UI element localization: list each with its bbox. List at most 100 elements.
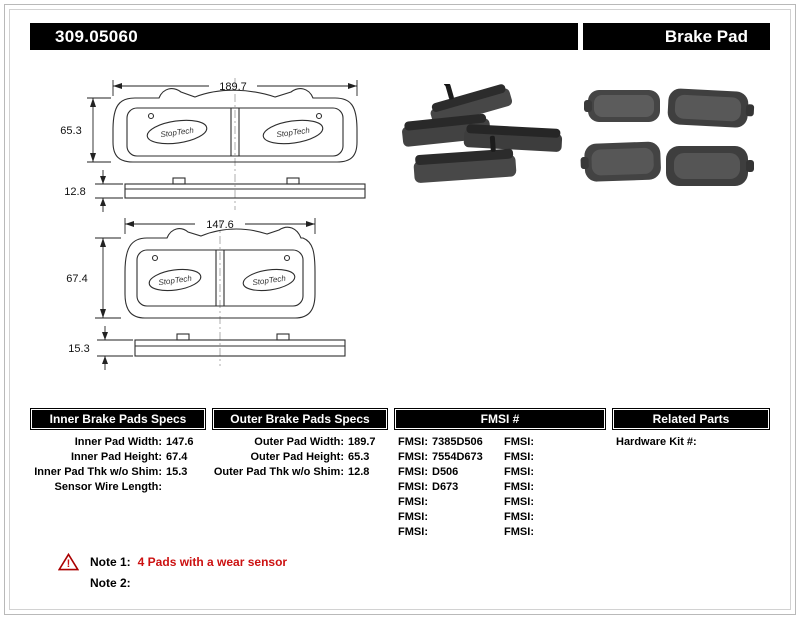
spec-row: Outer Pad Thk w/o Shim: 12.8 xyxy=(212,465,388,480)
outer-specs-table: Outer Brake Pads Specs Outer Pad Width: … xyxy=(212,408,388,540)
brand-logo-oval xyxy=(262,119,324,145)
spec-label: FMSI: xyxy=(398,511,428,523)
outer-pad-friction-face xyxy=(126,107,344,157)
spec-row: FMSI: 7554D673 xyxy=(394,450,500,465)
spec-label: Inner Pad Height: xyxy=(70,451,162,463)
spec-label: FMSI: xyxy=(504,496,534,508)
spec-row: FMSI: xyxy=(500,465,606,480)
spec-value: 15.3 xyxy=(166,466,188,478)
dimension-arrowheads xyxy=(90,83,357,364)
photo-pad-bottom-left xyxy=(580,141,661,182)
spec-value: 7554D673 xyxy=(432,451,483,463)
spec-label: Inner Pad Thk w/o Shim: xyxy=(34,466,162,478)
spec-label: Outer Pad Width: xyxy=(254,436,344,448)
note-1-row: ! Note 1: 4 Pads with a wear sensor xyxy=(58,552,287,571)
spec-label: FMSI: xyxy=(504,451,534,463)
photo-pad-bottom-right xyxy=(666,146,754,186)
related-parts-table: Related Parts Hardware Kit #: xyxy=(612,408,770,540)
spec-row: Sensor Wire Length: xyxy=(30,480,206,495)
spec-row: Inner Pad Width: 147.6 xyxy=(30,435,206,450)
dim-outer-height: 65.3 xyxy=(60,125,81,137)
spec-label: FMSI: xyxy=(398,466,428,478)
warning-triangle-icon: ! xyxy=(58,552,79,570)
spec-label: Hardware Kit #: xyxy=(616,436,697,448)
inner-specs-table: Inner Brake Pads Specs Inner Pad Width: … xyxy=(30,408,206,540)
spec-row: Inner Pad Thk w/o Shim: 15.3 xyxy=(30,465,206,480)
outer-specs-rows: Outer Pad Width: 189.7 Outer Pad Height:… xyxy=(212,435,388,480)
spec-label: FMSI: xyxy=(398,481,428,493)
note-1-text: 4 Pads with a wear sensor xyxy=(137,554,288,569)
spec-label: FMSI: xyxy=(504,481,534,493)
related-parts-rows: Hardware Kit #: xyxy=(612,435,770,450)
inner-specs-rows: Inner Pad Width: 147.6 Inner Pad Height:… xyxy=(30,435,206,495)
spec-label: FMSI: xyxy=(504,511,534,523)
outer-pad-front-view xyxy=(112,88,358,163)
related-parts-header: Related Parts xyxy=(612,408,770,430)
dim-inner-height: 67.4 xyxy=(66,273,87,285)
photo-pad-angled-bottom xyxy=(413,135,517,183)
spec-row: Inner Pad Height: 67.4 xyxy=(30,450,206,465)
spec-value: D506 xyxy=(432,466,459,478)
inner-pad-outline xyxy=(124,226,316,319)
photo-pad-top-left xyxy=(584,90,660,122)
dim-inner-thickness: 15.3 xyxy=(68,343,89,355)
spec-label: FMSI: xyxy=(398,496,428,508)
dimension-lines xyxy=(87,80,358,370)
spec-row: FMSI: xyxy=(500,450,606,465)
note-2-label: Note 2: xyxy=(90,575,131,590)
note-2-row: Note 2: xyxy=(90,573,287,592)
fmsi-header: FMSI # xyxy=(394,408,606,430)
fmsi-table: FMSI # FMSI: 7385D506 FMSI: 7554D673 FMS… xyxy=(394,408,606,540)
photo-pad-angled-top xyxy=(430,84,513,127)
spec-row: FMSI: xyxy=(500,510,606,525)
fmsi-columns: FMSI: 7385D506 FMSI: 7554D673 FMSI: D506… xyxy=(394,430,606,540)
spec-value: 65.3 xyxy=(348,451,370,463)
brand-logo-text: StopTech xyxy=(160,126,195,140)
header-bar: 309.05060 Brake Pad xyxy=(30,23,770,50)
spec-label: Inner Pad Width: xyxy=(74,436,162,448)
spec-value: 12.8 xyxy=(348,466,370,478)
brand-logo-text: StopTech xyxy=(252,274,287,288)
brand-logo-text: StopTech xyxy=(158,274,193,288)
spec-label: Outer Pad Thk w/o Shim: xyxy=(213,466,344,478)
dimension-labels: 189.7 65.3 12.8 147.6 67.4 15.3 xyxy=(60,81,246,355)
technical-drawings: 189.7 65.3 12.8 147.6 67.4 15.3 StopTech… xyxy=(60,78,366,370)
spec-row: FMSI: xyxy=(394,495,500,510)
inner-pad-front-view xyxy=(124,226,316,319)
spec-label: Sensor Wire Length: xyxy=(54,481,162,493)
spec-label: FMSI: xyxy=(398,436,428,448)
outer-specs-header: Outer Brake Pads Specs xyxy=(212,408,388,430)
outer-pad-side-view xyxy=(124,177,366,199)
spec-row: FMSI: xyxy=(394,525,500,540)
brand-logos: StopTech StopTech StopTech StopTech xyxy=(158,126,311,288)
spec-row: Outer Pad Width: 189.7 xyxy=(212,435,388,450)
fmsi-col-1: FMSI: 7385D506 FMSI: 7554D673 FMSI: D506… xyxy=(394,435,500,540)
spec-row: FMSI: xyxy=(500,495,606,510)
spec-label: FMSI: xyxy=(504,436,534,448)
inner-pad-side-view xyxy=(134,333,346,357)
spec-value: 67.4 xyxy=(166,451,188,463)
inner-specs-header: Inner Brake Pads Specs xyxy=(30,408,206,430)
outer-pad-outline xyxy=(112,88,358,163)
dim-outer-width: 189.7 xyxy=(219,81,247,93)
brand-logo-text: StopTech xyxy=(276,126,311,140)
spec-row: FMSI: D673 xyxy=(394,480,500,495)
spec-row: FMSI: xyxy=(500,525,606,540)
spec-row: FMSI: xyxy=(500,435,606,450)
dim-inner-width: 147.6 xyxy=(206,219,234,231)
note-1-label: Note 1: xyxy=(90,554,131,569)
spec-label: FMSI: xyxy=(504,526,534,538)
spec-row: FMSI: 7385D506 xyxy=(394,435,500,450)
notes-section: ! Note 1: 4 Pads with a wear sensor Note… xyxy=(58,552,287,592)
spec-label: Outer Pad Height: xyxy=(250,451,344,463)
spec-row: Outer Pad Height: 65.3 xyxy=(212,450,388,465)
part-number: 309.05060 xyxy=(30,23,578,50)
spec-label: FMSI: xyxy=(398,451,428,463)
spec-row: FMSI: xyxy=(500,480,606,495)
spec-value: 7385D506 xyxy=(432,436,483,448)
inner-pad-friction-face xyxy=(136,249,304,307)
spec-row: FMSI: D506 xyxy=(394,465,500,480)
spec-row: FMSI: xyxy=(394,510,500,525)
warning-glyph: ! xyxy=(67,558,71,570)
